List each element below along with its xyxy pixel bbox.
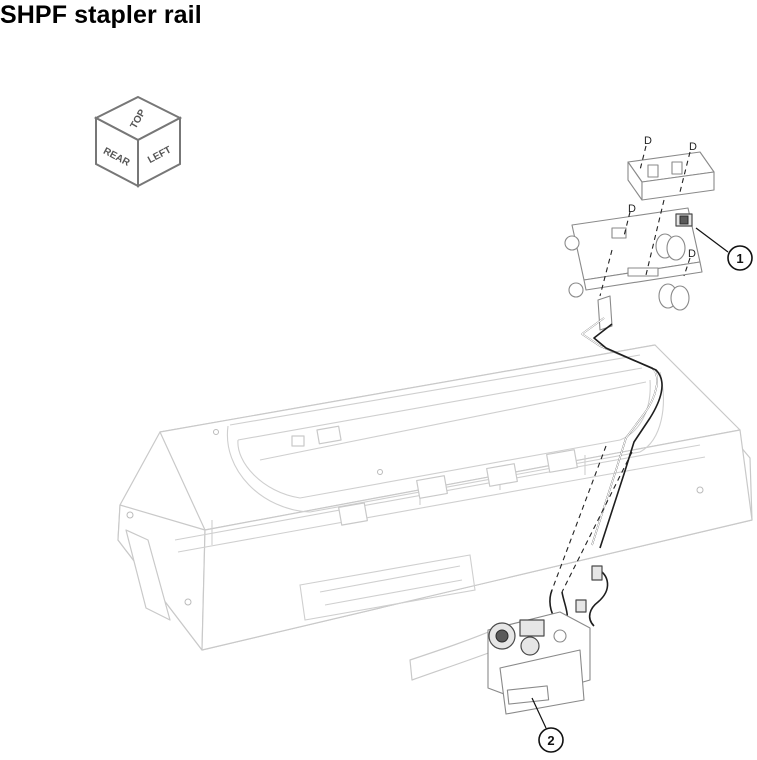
d-label-3: D [628, 203, 636, 215]
stapler-unit [409, 565, 609, 715]
page-title: SHPF stapler rail [0, 1, 202, 29]
d-label-1: D [644, 135, 652, 147]
alignment-lines [599, 145, 691, 297]
frame-assembly [117, 344, 753, 651]
callout-2: 2 [531, 697, 564, 753]
upper-bracket-assembly [564, 151, 715, 331]
orientation-cube: TOP REAR LEFT [93, 95, 183, 188]
callout-1: 1 [695, 227, 753, 271]
callout-1-number: 1 [736, 251, 743, 266]
d-label-2: D [689, 141, 697, 153]
callout-2-number: 2 [547, 733, 554, 748]
d-label-4: D [688, 248, 696, 260]
